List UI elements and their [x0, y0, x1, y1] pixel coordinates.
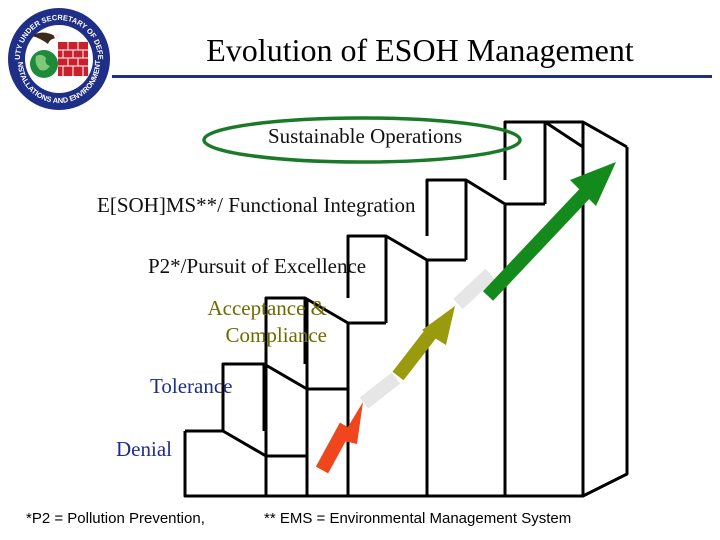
arrow-olive-shaft [392, 327, 438, 381]
stage-label-denial: Denial [116, 437, 172, 461]
highlight-ellipse [202, 116, 522, 164]
footnote-ems: ** EMS = Environmental Management System [264, 510, 572, 527]
footnote-p2: *P2 = Pollution Prevention, [26, 510, 205, 527]
arrow-olive-head [422, 306, 455, 345]
arrow-green-head [570, 162, 616, 206]
stage-label-tolerance: Tolerance [150, 374, 233, 398]
stage-label-esohms: E[SOH]MS**/ Functional Integration [97, 193, 416, 217]
arrow-red-shaft [315, 422, 353, 474]
arrow-gap-1 [359, 372, 401, 409]
title-underline [112, 75, 712, 78]
eagle-seal-icon: DEPUTY UNDER SECRETARY OF DEFENSE INSTAL… [6, 6, 110, 110]
stage-label-acceptance-line1: Acceptance & [207, 296, 327, 320]
stage-label-p2: P2*/Pursuit of Excellence [148, 254, 367, 278]
stage-label-acceptance-line2: Compliance [225, 323, 327, 347]
stage-label-acceptance: Acceptance & Compliance [186, 295, 327, 349]
arrow-red-head [340, 402, 363, 444]
progress-arrows [315, 162, 616, 474]
arrow-gap-2 [453, 268, 495, 310]
stage-label-sustainable: Sustainable Operations [268, 124, 463, 148]
arrow-green-shaft [482, 183, 596, 301]
page-title: Evolution of ESOH Management [206, 32, 634, 68]
